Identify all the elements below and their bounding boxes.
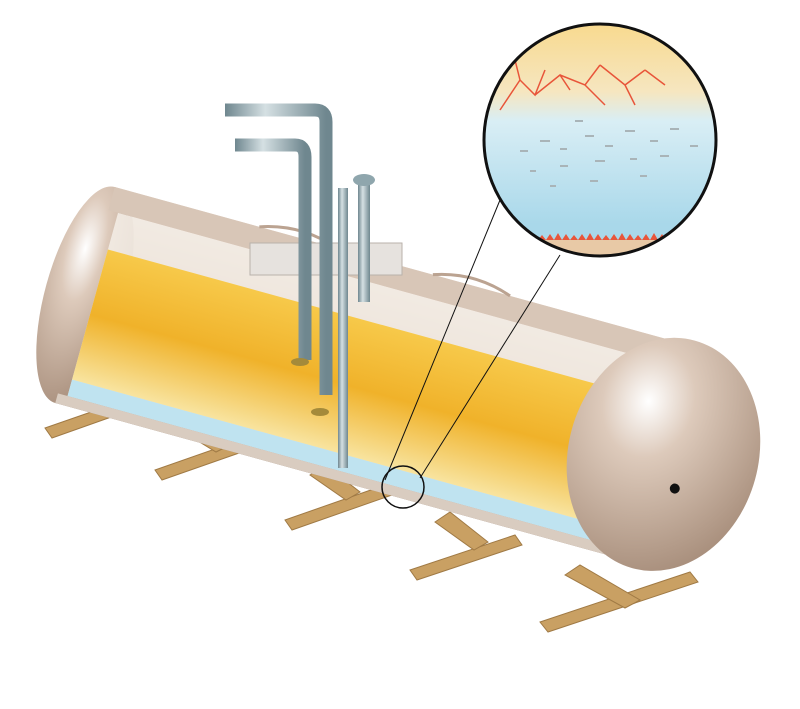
tank-top-rim	[108, 187, 694, 370]
magnifier-line-right	[419, 254, 561, 479]
tank	[36, 186, 761, 571]
zoom-spot-circle	[381, 465, 425, 509]
pipes	[225, 103, 403, 468]
magnifier-line-left	[384, 199, 501, 481]
vent-cap	[353, 174, 375, 186]
support-5	[539, 564, 699, 633]
fuel-layer	[72, 249, 648, 529]
support-4	[409, 511, 523, 581]
fill-pipe	[225, 103, 333, 395]
magnifier-circle	[482, 22, 718, 258]
microbial-growth	[499, 59, 666, 111]
water-droplets	[520, 120, 698, 187]
suction-pipe	[235, 138, 312, 360]
gauge-pipe	[338, 188, 348, 468]
tank-right-end-cap	[566, 337, 761, 571]
tank-left-end	[36, 186, 134, 404]
vent-pipe	[358, 182, 370, 302]
sediment	[484, 240, 716, 256]
drain-port	[669, 483, 680, 494]
